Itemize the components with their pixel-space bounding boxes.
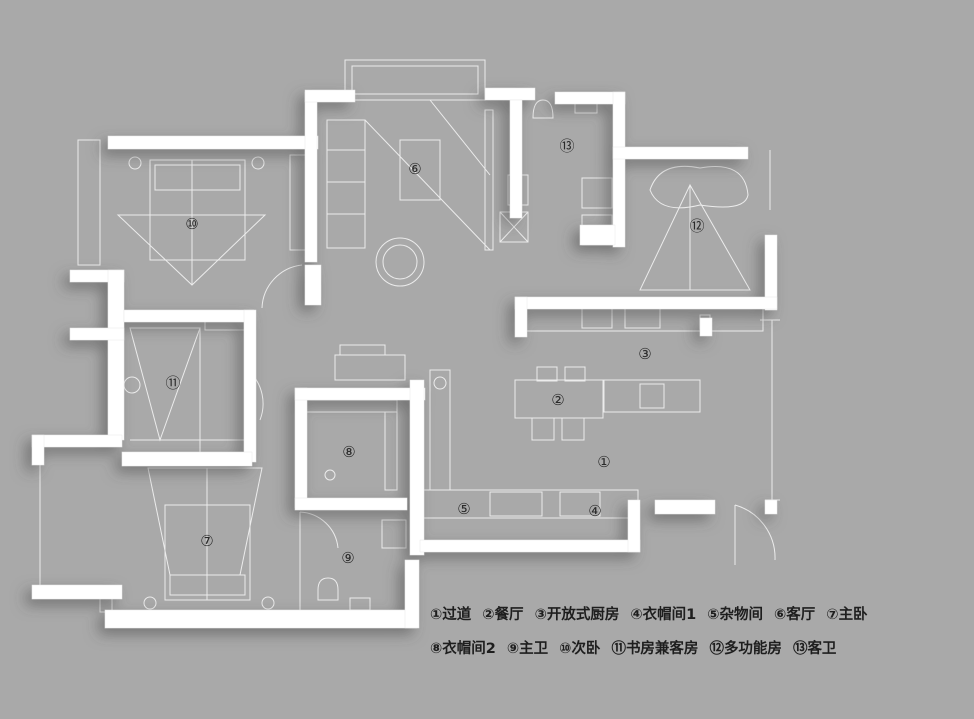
walls [31,87,778,629]
closet-2-shelves [304,399,398,413]
room-marker-r1: ① [597,453,610,471]
room-markers: ① ② ③ ④ ⑤ ⑥ ⑦ ⑧ ⑨ ⑩ ⑪ ⑫ ⑬ [165,137,704,567]
legend-item: ⑧衣帽间2 [430,641,496,657]
kitchen-island [603,379,701,413]
room-marker-r2: ② [551,391,564,409]
door-arc [261,264,303,309]
legend-row-1: ①过道 ②餐厅 ③开放式厨房 ④衣帽间1 ⑤杂物间 ⑥客厅 ⑦主卧 [430,598,950,632]
round-chair [375,237,425,287]
legend-item: ②餐厅 [482,607,524,623]
legend-item: ①过道 [430,607,472,623]
room-marker-r4: ④ [588,502,601,520]
legend-row-2: ⑧衣帽间2 ⑨主卫 ⑩次卧 ⑪书房兼客房 ⑫多功能房 ⑬客卫 [430,632,950,666]
legend-item: ⑩次卧 [559,641,601,657]
room-marker-r11: ⑪ [165,374,180,392]
furniture-lines [39,59,780,613]
room-marker-r3: ③ [638,345,651,363]
tv-cabinet [484,109,494,251]
bed-secondary [149,159,246,261]
legend-item: ③开放式厨房 [534,607,620,623]
lounge-sofa [649,165,749,209]
sofa [326,119,366,249]
room-marker-r10: ⑩ [185,215,198,233]
legend-item: ⑤杂物间 [707,607,763,623]
room-marker-r7: ⑦ [200,532,213,550]
legend-item: ⑫多功能房 [709,641,782,657]
legend-item: ④衣帽间1 [630,607,697,623]
legend-item: ⑥客厅 [774,607,816,623]
dining-table [514,379,604,419]
legend-item: ⑪书房兼客房 [611,641,699,657]
room-marker-r9: ⑨ [341,549,354,567]
guest-bath-vanity [581,177,613,209]
room-marker-r12: ⑫ [689,217,704,235]
room-marker-r13: ⑬ [559,137,574,155]
legend-item: ⑦主卧 [826,607,868,623]
room-legend: ①过道 ②餐厅 ③开放式厨房 ④衣帽间1 ⑤杂物间 ⑥客厅 ⑦主卧 ⑧衣帽间2 ⑨主卫 ⑩次卧 ⑪… [430,598,950,666]
room-marker-r5: ⑤ [457,500,470,518]
room-marker-r8: ⑧ [342,443,355,461]
basin-master [381,519,407,549]
room-marker-r6: ⑥ [408,160,421,178]
balcony [344,59,486,101]
legend-item: ⑨主卫 [506,641,549,657]
coffee-table [399,139,441,201]
closet-1-cabinets [419,489,639,519]
legend-item: ⑬客卫 [792,641,837,657]
